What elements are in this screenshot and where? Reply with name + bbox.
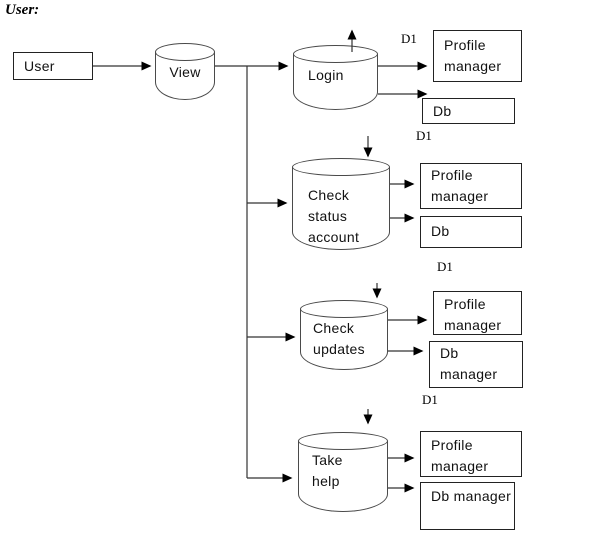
db-box-2: Db: [420, 216, 522, 248]
check-status-datastore-label: Check status account: [308, 187, 360, 242]
db-box-1: Db: [422, 98, 515, 124]
login-datastore: Login: [293, 45, 378, 110]
profile-manager-label-4: Profile manager: [431, 437, 489, 474]
view-datastore: View: [155, 43, 215, 100]
take-help-datastore-top: [298, 432, 388, 450]
d1-label-1: D1: [401, 31, 417, 46]
db-label-2: Db: [431, 223, 450, 239]
take-help-datastore-label: Take help: [312, 452, 343, 489]
check-status-datastore-top: [292, 158, 390, 176]
profile-manager-box-3: Profile manager: [433, 291, 522, 335]
take-help-datastore: Take help: [298, 432, 388, 512]
user-entity-label: User: [24, 58, 55, 74]
profile-manager-box-1: Profile manager: [433, 30, 522, 82]
login-datastore-body: [293, 54, 378, 110]
page-title: User:: [5, 2, 40, 18]
login-datastore-label: Login: [308, 67, 344, 83]
profile-manager-label-1: Profile manager: [444, 37, 502, 74]
profile-manager-box-2: Profile manager: [420, 163, 522, 209]
d1-label-3: D1: [437, 259, 453, 274]
view-datastore-top: [155, 43, 215, 61]
db-manager-label-3: Db manager: [440, 345, 498, 382]
check-updates-datastore-label: Check updates: [313, 320, 365, 357]
check-updates-datastore-body: [300, 309, 388, 370]
user-entity-box: User: [13, 52, 93, 80]
login-datastore-top: [293, 45, 378, 63]
db-manager-box-4: Db manager: [420, 482, 515, 530]
check-status-datastore-body: [292, 167, 390, 250]
check-updates-datastore-top: [300, 300, 388, 318]
profile-manager-label-2: Profile manager: [431, 167, 489, 204]
profile-manager-box-4: Profile manager: [420, 431, 522, 477]
db-manager-box-3: Db manager: [429, 341, 523, 388]
profile-manager-label-3: Profile manager: [444, 296, 502, 333]
check-updates-datastore: Check updates: [300, 300, 388, 370]
d1-label-4: D1: [422, 392, 438, 407]
db-manager-label-4: Db manager: [431, 488, 512, 504]
view-datastore-label: View: [169, 64, 201, 80]
take-help-datastore-body: [298, 441, 388, 512]
check-status-datastore: Check status account: [292, 158, 390, 250]
d1-label-2: D1: [416, 128, 432, 143]
db-label-1: Db: [433, 103, 452, 119]
